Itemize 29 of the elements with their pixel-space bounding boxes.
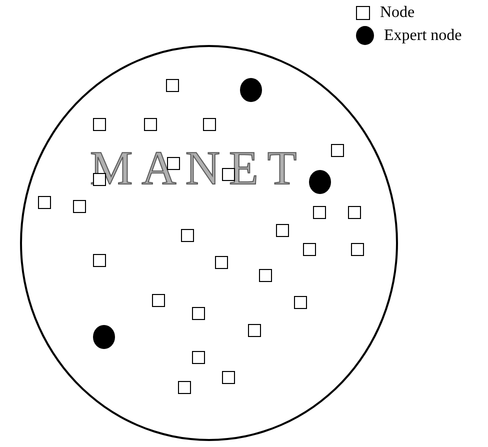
node-square <box>348 206 360 218</box>
node-square <box>312 206 326 218</box>
expert-node-dot <box>240 78 262 102</box>
node-square <box>214 256 228 268</box>
node-square <box>92 254 106 266</box>
node-square <box>302 242 316 256</box>
node-square <box>330 144 344 156</box>
node-square <box>192 306 204 320</box>
node-square <box>294 296 306 308</box>
node-square <box>92 118 106 130</box>
node-square <box>166 78 178 92</box>
expert-node-dot <box>93 325 115 349</box>
legend-text: Expert node <box>384 26 462 44</box>
node-square <box>152 294 164 306</box>
node-square <box>222 370 234 384</box>
node-square <box>276 224 288 236</box>
node-square <box>178 380 190 394</box>
node-square <box>192 350 204 364</box>
node-square <box>258 268 272 282</box>
node-square <box>248 324 260 336</box>
legend-text: Node <box>380 4 415 22</box>
node-square <box>38 196 50 208</box>
node-square <box>144 118 156 130</box>
node-square <box>180 228 194 242</box>
node-square <box>350 242 364 256</box>
node-square <box>72 200 86 212</box>
node-square <box>202 118 216 130</box>
expert-node-dot <box>309 170 331 194</box>
network-ellipse <box>20 45 398 441</box>
